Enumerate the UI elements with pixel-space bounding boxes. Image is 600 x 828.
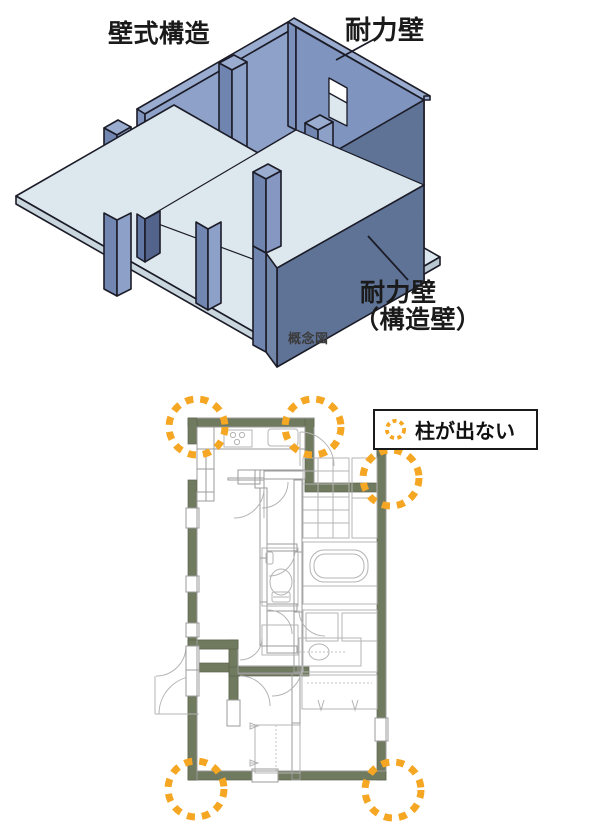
closet-with-rod <box>301 674 378 712</box>
window-openings <box>185 507 389 783</box>
leader-line-bottom <box>367 235 409 281</box>
label-bearing-wall-bottom-line1: 耐力壁 <box>360 279 437 307</box>
label-bearing-wall-top: 耐力壁 <box>345 15 425 45</box>
floor-plan-drawing: .sw {fill:#707a5e;stroke:#5d6650;stroke-… <box>154 395 425 822</box>
dashed-circle-icon <box>384 418 407 441</box>
highlight-ring-top-left <box>165 395 229 459</box>
entrance-tile-grid <box>302 457 378 539</box>
right-front-bearing-wall-face <box>265 184 425 368</box>
label-wall-structure: 壁式構造 <box>108 20 211 48</box>
highlight-ring-bottom-right <box>361 758 425 822</box>
highlight-ring-bottom-left <box>164 757 228 821</box>
structural-walls-lower-left <box>187 639 310 781</box>
living-room-partitions <box>237 665 301 781</box>
highlight-ring-top-right <box>281 395 345 459</box>
label-bearing-wall-bottom: 耐力壁 （構造壁） <box>354 279 482 334</box>
floor-plan: .sw {fill:#707a5e;stroke:#5d6650;stroke-… <box>0 370 600 828</box>
legend-label: 柱が出ない <box>415 421 515 443</box>
label-bearing-wall-bottom-line2: （構造壁） <box>354 306 482 334</box>
concept-diagram: .ow{stroke:#1c1c28;stroke-width:1.6;stro… <box>0 0 600 370</box>
lower-floor-wall-stubs <box>103 210 267 353</box>
legend-box: 柱が出ない <box>373 409 538 450</box>
highlight-ring-mid-right <box>359 446 423 510</box>
isometric-wall-structure-illustration: .ow{stroke:#1c1c28;stroke-width:1.6;stro… <box>15 17 441 368</box>
leader-line-top <box>335 35 381 61</box>
interior-partitions <box>196 426 306 674</box>
highlight-rings <box>164 395 425 822</box>
sanitary-zone <box>261 541 378 673</box>
structural-walls <box>187 417 387 781</box>
front-center-wall-front <box>252 163 282 254</box>
caption-concept-diagram: 概念図 <box>288 331 329 346</box>
door-swings <box>154 431 335 715</box>
